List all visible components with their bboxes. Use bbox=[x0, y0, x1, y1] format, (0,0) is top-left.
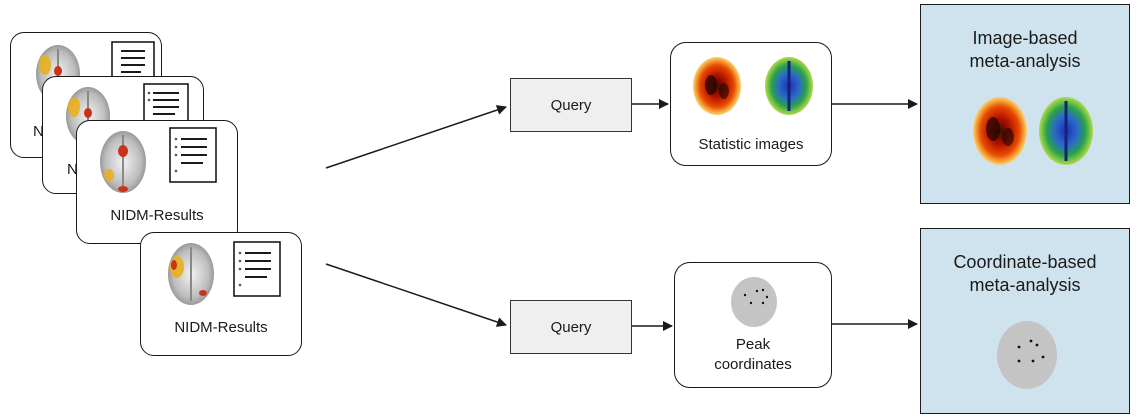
coordinate-based-title: Coordinate-based meta-analysis bbox=[921, 251, 1129, 297]
brain-thumbnail-icon bbox=[168, 243, 214, 305]
output-hot-brain-icon bbox=[973, 97, 1027, 165]
peak-label-line2: coordinates bbox=[714, 356, 792, 373]
coordinate-based-output-box: Coordinate-based meta-analysis bbox=[920, 228, 1130, 414]
statistic-image-cool-icon bbox=[765, 57, 813, 115]
nidm-results-partial-label-2: N bbox=[67, 161, 78, 178]
statistic-image-hot-icon bbox=[693, 57, 741, 115]
query-box-top: Query bbox=[510, 78, 632, 132]
peak-label-line1: Peak bbox=[735, 336, 771, 353]
image-based-title-line1: Image-based bbox=[972, 28, 1078, 48]
peak-coordinates-brain-icon bbox=[731, 277, 777, 327]
statistic-images-box: Statistic images bbox=[670, 42, 832, 166]
arrow-results-to-query-bottom bbox=[325, 263, 507, 327]
query-label: Query bbox=[550, 96, 592, 114]
nidm-results-label: NIDM-Results bbox=[174, 319, 268, 336]
output-cool-brain-icon bbox=[1039, 97, 1093, 165]
image-based-title: Image-based meta-analysis bbox=[921, 27, 1129, 73]
nidm-results-card-3: NIDM-Results bbox=[76, 120, 238, 244]
output-peak-brain-icon bbox=[997, 321, 1057, 389]
brain-thumbnail-icon bbox=[100, 131, 146, 193]
nidm-results-label: NIDM-Results bbox=[110, 207, 204, 224]
image-based-title-line2: meta-analysis bbox=[969, 51, 1081, 71]
coordinate-based-title-line2: meta-analysis bbox=[969, 275, 1081, 295]
nidm-results-card-4: NIDM-Results bbox=[140, 232, 302, 356]
peak-coordinates-box: Peak coordinates bbox=[674, 262, 832, 388]
query-label: Query bbox=[550, 318, 592, 336]
coordinate-based-title-line1: Coordinate-based bbox=[953, 252, 1097, 272]
statistic-images-label: Statistic images bbox=[698, 136, 804, 153]
query-box-bottom: Query bbox=[510, 300, 632, 354]
arrow-results-to-query-top bbox=[325, 105, 507, 169]
document-icon bbox=[169, 127, 217, 183]
document-icon bbox=[233, 241, 281, 297]
image-based-output-box: Image-based meta-analysis bbox=[920, 4, 1130, 204]
